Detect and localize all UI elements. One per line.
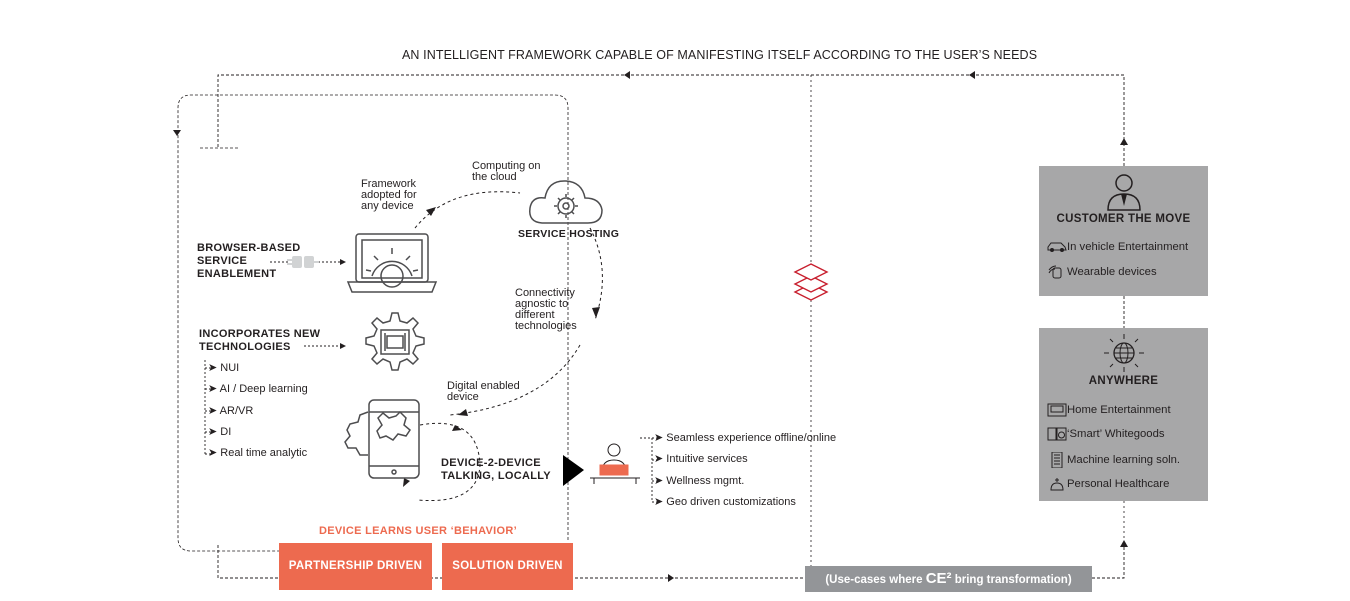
health-icon (1050, 478, 1064, 491)
list-item: ➤ NUI (208, 362, 240, 374)
car-icon (1047, 242, 1067, 253)
connectivity-label: Connectivity agnostic to different techn… (515, 287, 577, 332)
list-item: Machine learning soln. (1047, 452, 1180, 468)
list-item: ➤ Real time analytic (208, 447, 308, 460)
partnership-driven-button[interactable]: PARTNERSHIP DRIVEN (279, 543, 432, 590)
usecase-bar: (Use-cases where CE² bring transformatio… (805, 566, 1092, 592)
cloud-label: Computing on the cloud (472, 160, 541, 183)
plug-icon (287, 256, 319, 268)
service-hosting-label: SERVICE HOSTING (518, 228, 620, 240)
anywhere-panel: ANYWHERE Home Entertainment ‘Smart’ Whit… (1039, 328, 1208, 501)
tv-icon (1047, 403, 1067, 417)
layers-icon (793, 263, 829, 301)
list-item: ➤ AI / Deep learning (208, 383, 308, 396)
globe-icon (1104, 334, 1144, 372)
list-item: ‘Smart’ Whitegoods (1047, 427, 1165, 441)
wearable-icon (1048, 265, 1062, 279)
list-item: ➤ Geo driven customizations (654, 495, 796, 508)
framework-label: Framework adopted for any device (361, 178, 417, 212)
framework-box (177, 94, 569, 552)
ce2-brand: CE² (925, 570, 952, 587)
phone-gear-icon (344, 399, 420, 479)
banner-title: AN INTELLIGENT FRAMEWORK CAPABLE OF MANI… (402, 48, 1038, 62)
anywhere-title: ANYWHERE (1088, 375, 1159, 387)
customer-panel: CUSTOMER THE MOVE In vehicle Entertainme… (1039, 166, 1208, 296)
chip-gear-icon (365, 312, 425, 371)
tech-heading: INCORPORATES NEW TECHNOLOGIES (199, 328, 321, 353)
list-item: In vehicle Entertainment (1047, 241, 1188, 253)
list-item: Home Entertainment (1047, 403, 1171, 417)
laptop-gear-icon (346, 233, 438, 293)
businessman-icon (1107, 174, 1141, 211)
cloud-gear-icon (529, 180, 603, 224)
benefits-list: ➤ Seamless experience offline/online ➤ I… (654, 428, 836, 513)
digital-device-label: Digital enabled device (447, 380, 520, 403)
browser-heading: BROWSER-BASED SERVICE ENABLEMENT (197, 242, 301, 280)
frame-arrows (173, 71, 1128, 582)
user-desk-icon (590, 443, 640, 484)
customer-title: CUSTOMER THE MOVE (1056, 213, 1191, 225)
solution-driven-button[interactable]: SOLUTION DRIVEN (442, 543, 573, 590)
list-item: ➤ DI (208, 425, 232, 438)
washer-icon (1047, 427, 1067, 441)
play-arrow-icon (563, 455, 584, 486)
server-icon (1051, 452, 1063, 468)
d2d-label: DEVICE-2-DEVICE TALKING, LOCALLY (441, 457, 551, 482)
device-learns-label: DEVICE LEARNS USER ‘BEHAVIOR’ (319, 525, 517, 537)
list-item: ➤ Seamless experience offline/online (654, 432, 837, 444)
list-item: Wearable devices (1047, 265, 1157, 279)
outer-frame (217, 74, 1125, 579)
list-item: ➤ Intuitive services (654, 453, 748, 466)
list-item: ➤ AR/VR (208, 404, 254, 417)
tech-list: ➤ NUI ➤ AI / Deep learning ➤ AR/VR ➤ DI … (208, 358, 308, 464)
list-item: Personal Healthcare (1047, 477, 1169, 491)
list-item: ➤ Wellness mgmt. (654, 474, 745, 487)
